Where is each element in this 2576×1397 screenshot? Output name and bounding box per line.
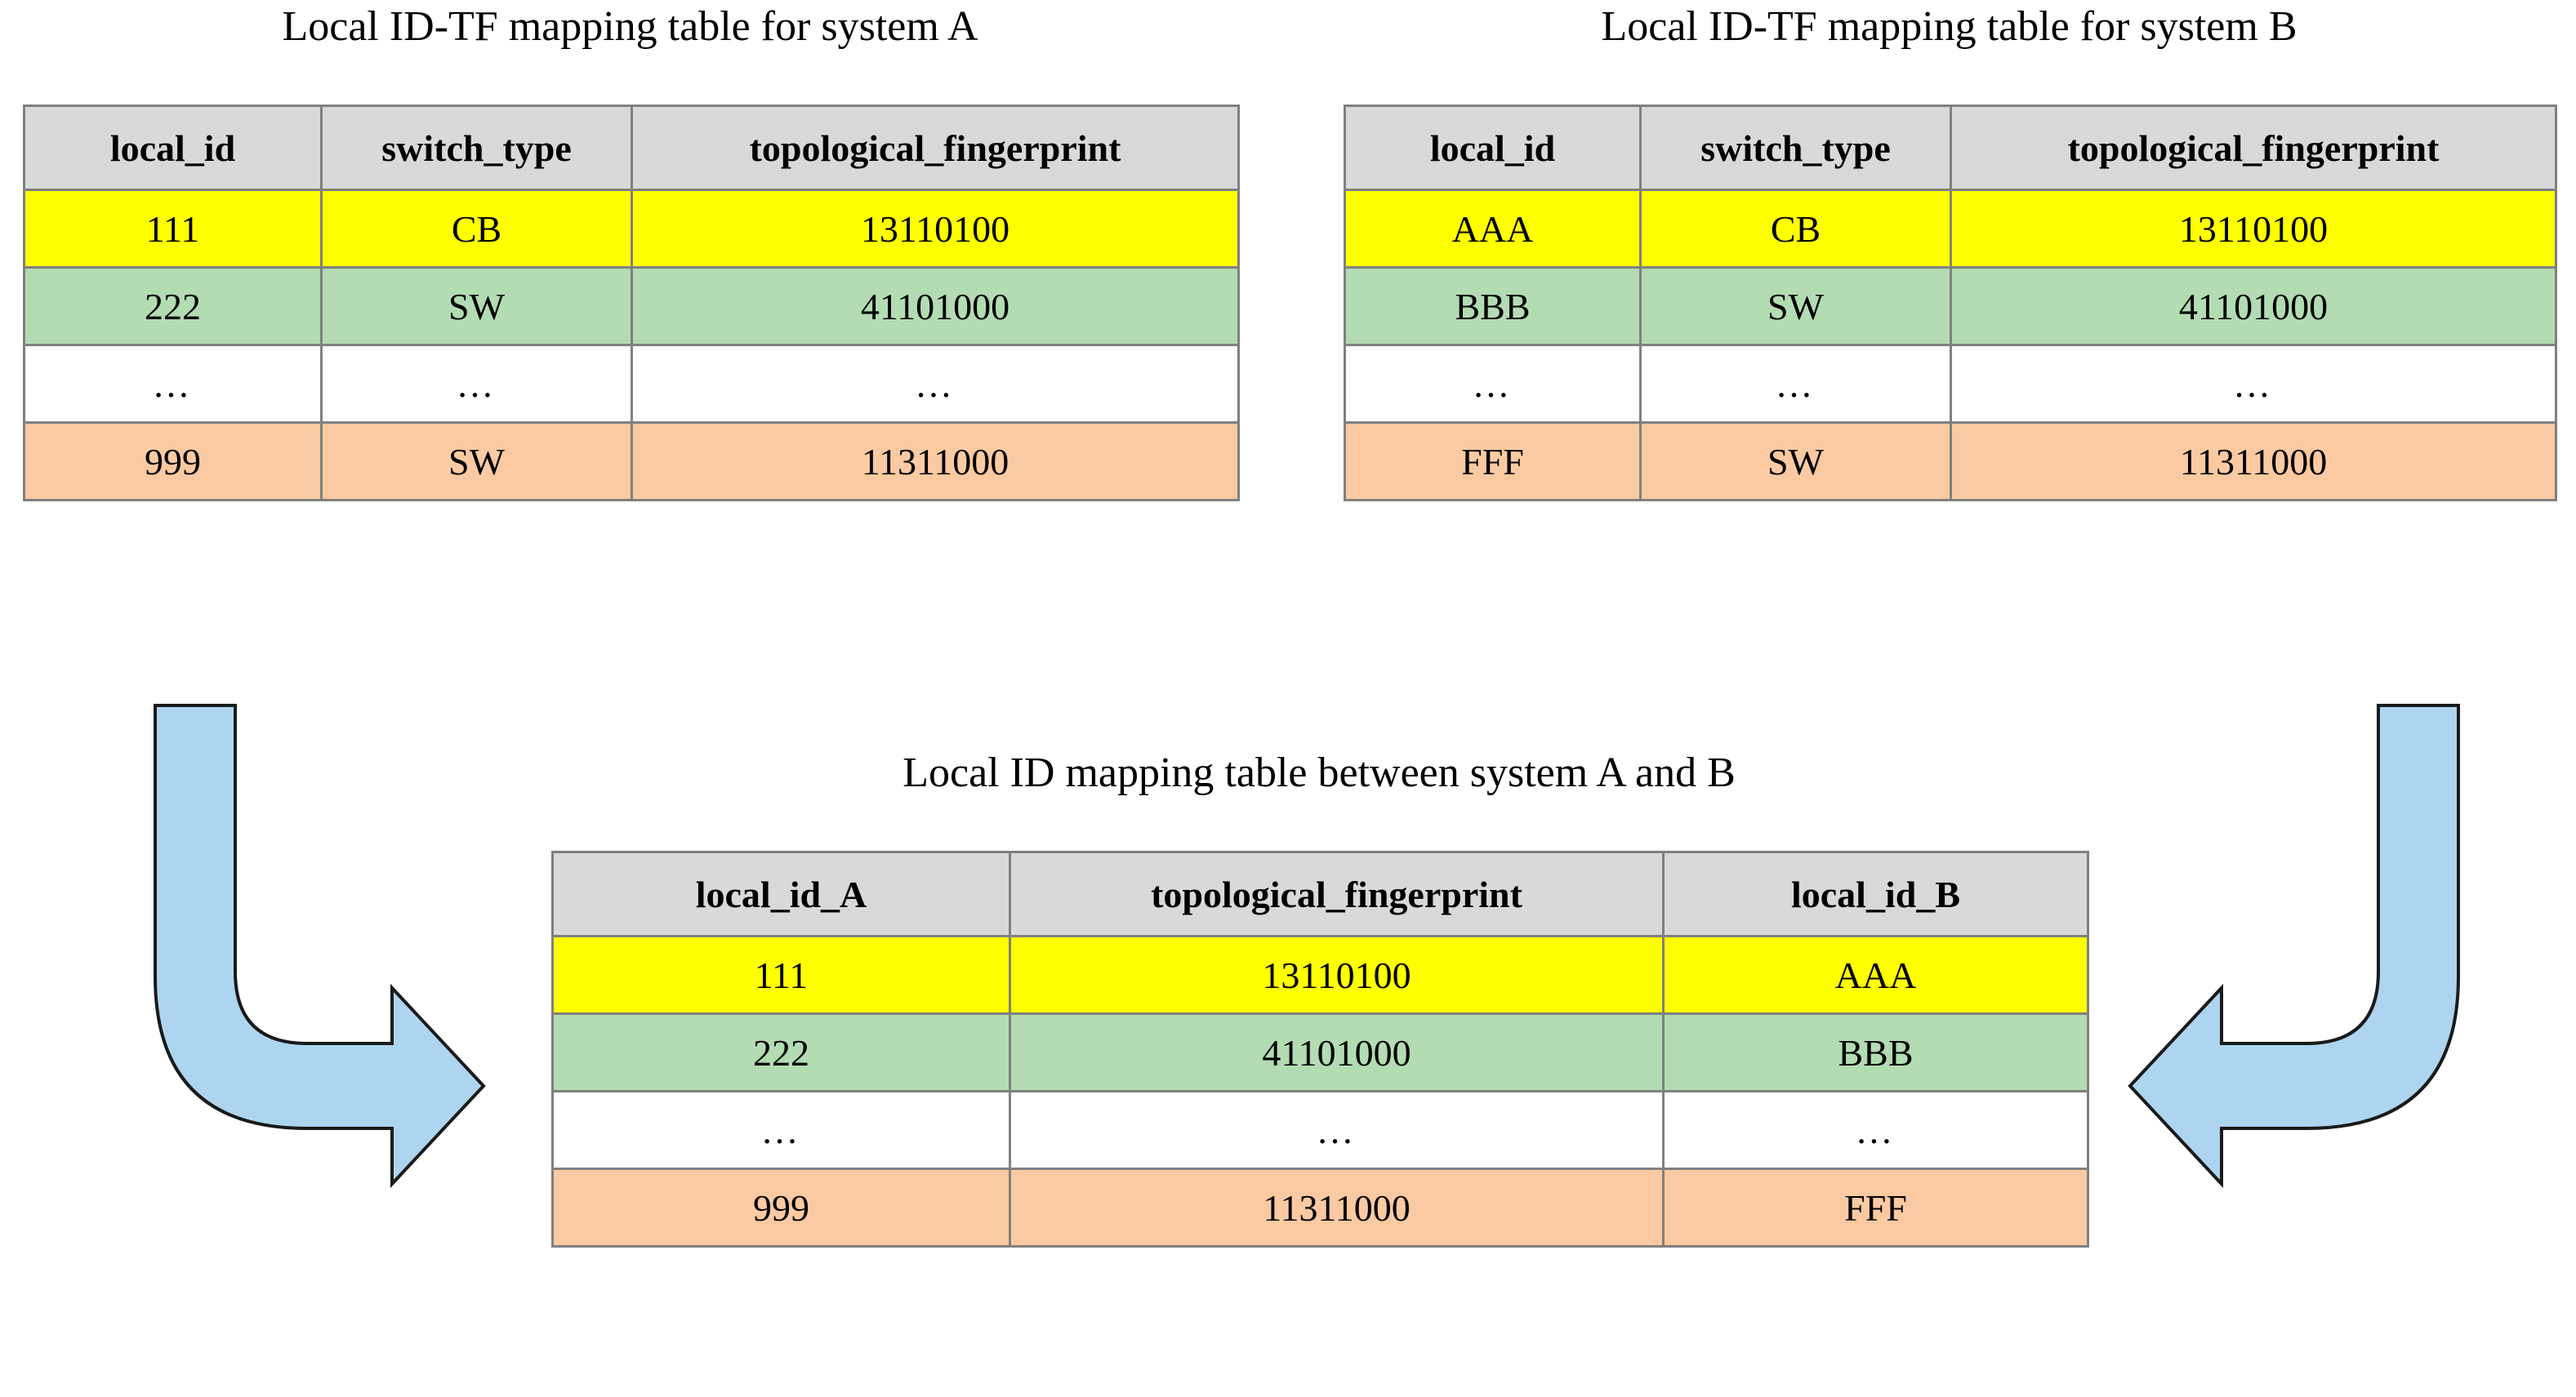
table-merged-cell: BBB bbox=[1662, 1012, 2089, 1092]
table-b-header-row: local_id switch_type topological_fingerp… bbox=[1344, 105, 2557, 191]
table-merged-col-local-id-a: local_id_A bbox=[551, 851, 1011, 937]
table-b-title: Local ID-TF mapping table for system B bbox=[1601, 3, 2297, 50]
table-a-col-topological-fingerprint: topological_fingerprint bbox=[631, 105, 1240, 191]
table-merged-title: Local ID mapping table between system A … bbox=[902, 750, 1736, 796]
table-a-cell: … bbox=[320, 344, 633, 424]
table-row: 999 SW 11311000 bbox=[23, 421, 1240, 501]
table-row: … … … bbox=[551, 1090, 2089, 1170]
table-b-cell: 13110100 bbox=[1950, 189, 2557, 269]
table-local-id-tf-system-a: local_id switch_type topological_fingerp… bbox=[23, 105, 1240, 501]
table-merged-col-topological-fingerprint: topological_fingerprint bbox=[1009, 851, 1665, 937]
table-merged-cell: 41101000 bbox=[1009, 1012, 1665, 1092]
table-row: 222 41101000 BBB bbox=[551, 1012, 2089, 1092]
table-b-cell: … bbox=[1344, 344, 1642, 424]
table-merged-cell: … bbox=[1009, 1090, 1665, 1170]
table-b-cell: FFF bbox=[1344, 421, 1642, 501]
table-a-cell: 222 bbox=[23, 266, 323, 346]
table-merged-cell: AAA bbox=[1662, 935, 2089, 1015]
table-merged-header-row: local_id_A topological_fingerprint local… bbox=[551, 851, 2089, 937]
table-merged-cell: … bbox=[1662, 1090, 2089, 1170]
table-a-cell: SW bbox=[320, 421, 633, 501]
table-merged-cell: 11311000 bbox=[1009, 1168, 1665, 1248]
table-row: … … … bbox=[1344, 344, 2557, 424]
table-row: FFF SW 11311000 bbox=[1344, 421, 2557, 501]
table-b-cell: 11311000 bbox=[1950, 421, 2557, 501]
table-a-header-row: local_id switch_type topological_fingerp… bbox=[23, 105, 1240, 191]
table-a-cell: … bbox=[631, 344, 1240, 424]
table-merged-cell: FFF bbox=[1662, 1168, 2089, 1248]
table-a-cell: 111 bbox=[23, 189, 323, 269]
table-a-col-local-id: local_id bbox=[23, 105, 323, 191]
table-b-cell: 41101000 bbox=[1950, 266, 2557, 346]
table-merged-col-local-id-b: local_id_B bbox=[1662, 851, 2089, 937]
table-b-cell: SW bbox=[1639, 421, 1952, 501]
table-row: 222 SW 41101000 bbox=[23, 266, 1240, 346]
curved-arrow-down-left-icon bbox=[2128, 704, 2460, 1189]
table-merged-cell: 13110100 bbox=[1009, 935, 1665, 1015]
table-merged-cell: 111 bbox=[551, 935, 1011, 1015]
table-merged-cell: … bbox=[551, 1090, 1011, 1170]
table-b-cell: … bbox=[1639, 344, 1952, 424]
table-row: 111 13110100 AAA bbox=[551, 935, 2089, 1015]
table-b-cell: … bbox=[1950, 344, 2557, 424]
table-merged-cell: 222 bbox=[551, 1012, 1011, 1092]
table-row: 111 CB 13110100 bbox=[23, 189, 1240, 269]
table-merged-cell: 999 bbox=[551, 1168, 1011, 1248]
table-a-cell: … bbox=[23, 344, 323, 424]
table-b-cell: AAA bbox=[1344, 189, 1642, 269]
table-a-cell: 13110100 bbox=[631, 189, 1240, 269]
table-a-cell: SW bbox=[320, 266, 633, 346]
table-a-cell: 41101000 bbox=[631, 266, 1240, 346]
table-local-id-mapping-a-b: local_id_A topological_fingerprint local… bbox=[551, 851, 2089, 1248]
table-b-cell: CB bbox=[1639, 189, 1952, 269]
table-a-col-switch-type: switch_type bbox=[320, 105, 633, 191]
table-local-id-tf-system-b: local_id switch_type topological_fingerp… bbox=[1344, 105, 2557, 501]
table-b-cell: SW bbox=[1639, 266, 1952, 346]
table-a-cell: CB bbox=[320, 189, 633, 269]
table-b-col-switch-type: switch_type bbox=[1639, 105, 1952, 191]
table-b-col-topological-fingerprint: topological_fingerprint bbox=[1950, 105, 2557, 191]
table-a-cell: 11311000 bbox=[631, 421, 1240, 501]
curved-arrow-down-right-icon bbox=[154, 704, 486, 1189]
table-b-col-local-id: local_id bbox=[1344, 105, 1642, 191]
table-a-title: Local ID-TF mapping table for system A bbox=[282, 3, 978, 50]
table-row: AAA CB 13110100 bbox=[1344, 189, 2557, 269]
table-row: 999 11311000 FFF bbox=[551, 1168, 2089, 1248]
table-row: BBB SW 41101000 bbox=[1344, 266, 2557, 346]
table-row: … … … bbox=[23, 344, 1240, 424]
table-a-cell: 999 bbox=[23, 421, 323, 501]
table-b-cell: BBB bbox=[1344, 266, 1642, 346]
